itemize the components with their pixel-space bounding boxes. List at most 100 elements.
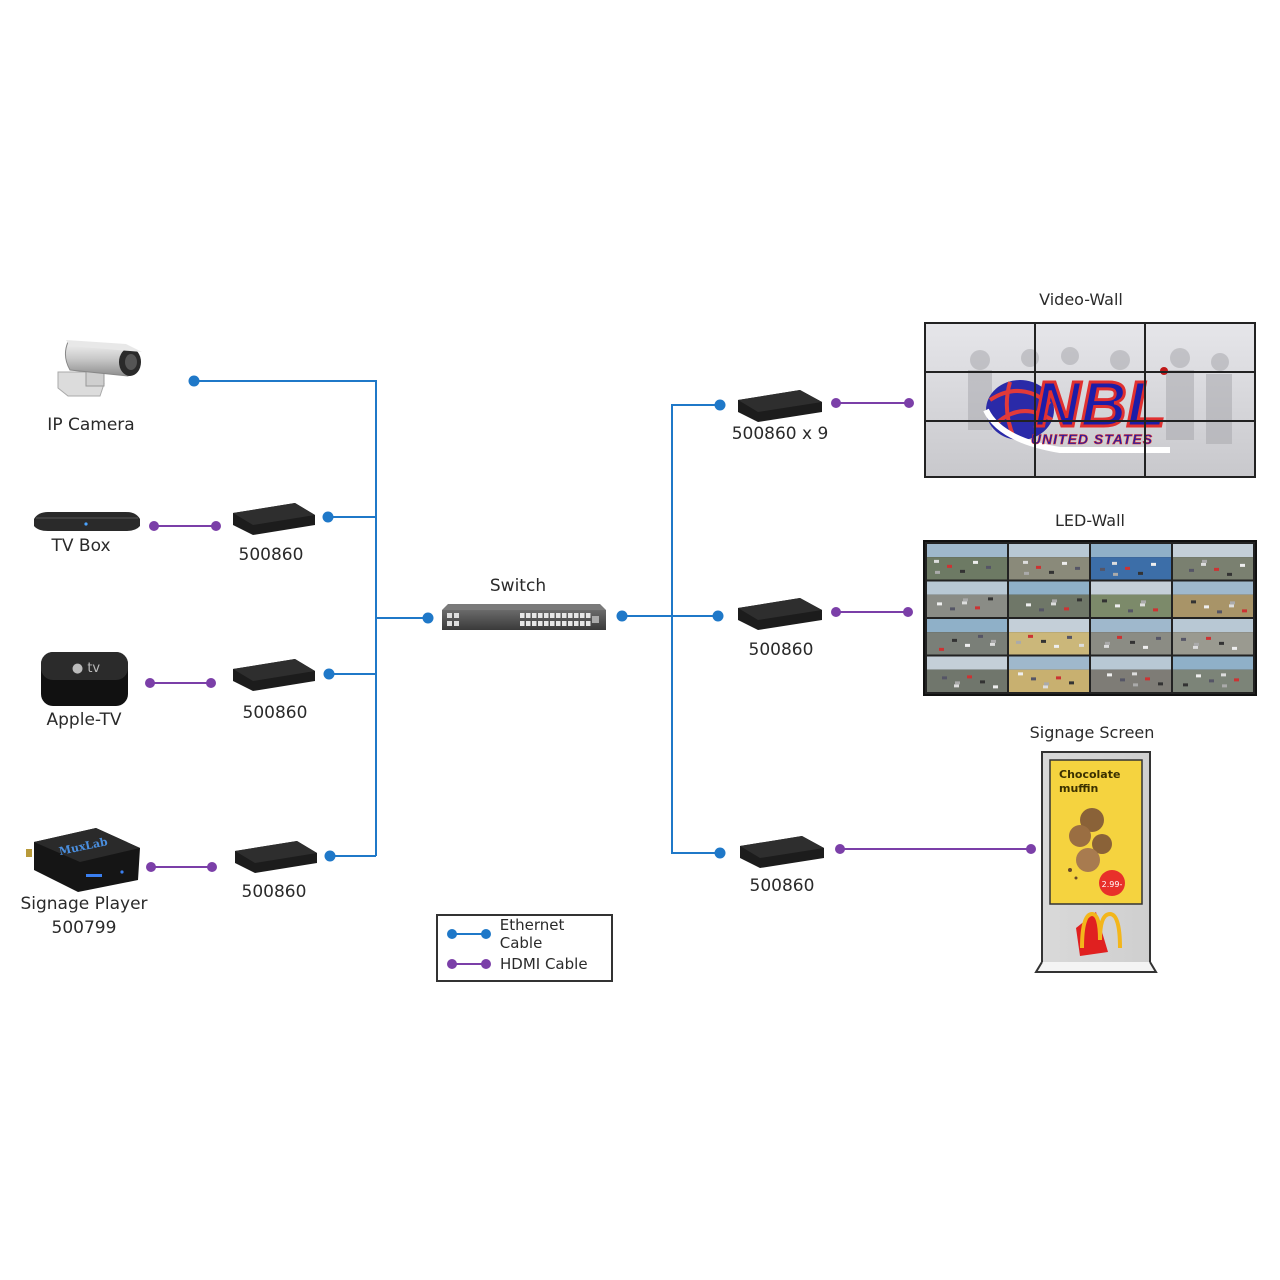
led-wall-tile [927,581,1007,617]
ethernet-port-ip-camera [188,375,200,387]
led-wall-tile [1091,656,1171,692]
legend: Ethernet Cable HDMI Cable [436,914,613,982]
label-extender-apple-tv: 500860 [242,703,308,723]
switch-port [556,621,561,626]
switch-port [532,621,537,626]
led-wall-tile [1173,581,1253,617]
hdmi-link-led-wall [831,607,913,617]
nbl-logo-text: NBL [1034,368,1166,440]
switch-port [538,613,543,618]
switch-port [574,621,579,626]
label-apple-tv: Apple-TV [46,710,122,730]
led-wall-tile [927,656,1007,692]
ethernet-cable-symbol-icon [447,929,491,939]
hdmi-link-signage-player [146,862,217,872]
switch-port [574,613,579,618]
switch-port [562,613,567,618]
led-wall-tile [927,544,1007,580]
label-extender-signage-screen: 500860 [749,876,815,896]
switch-port [526,613,531,618]
label-extender-tv-box: 500860 [238,545,304,565]
ethernet-port-extender-tv-box [322,511,334,523]
price-text: 2.99- [1102,880,1123,889]
switch-port [580,621,585,626]
label-led-wall: LED-Wall [1055,511,1125,530]
led-wall-tile [1009,581,1089,617]
video-wall-icon: NBL UNITED STATES [924,322,1256,478]
ethernet-port-extender-signage-player [324,850,336,862]
legend-label-hdmi: HDMI Cable [500,955,588,973]
ethernet-connectors [188,375,726,862]
led-wall-tile [1173,544,1253,580]
led-wall-icon [923,540,1257,696]
led-wall-tile [1091,544,1171,580]
switch-port [580,613,585,618]
ad-title: Chocolate [1059,768,1120,781]
media-player-icon: MuxLab [26,828,140,892]
tv-box-icon [34,512,140,531]
ethernet-port-switch-out [616,610,628,622]
legend-label-ethernet: Ethernet Cable [499,916,565,952]
extender-icon-signage-player [235,841,317,873]
legend-item-ethernet: Ethernet Cable [446,916,611,952]
extender-icon-apple-tv [233,659,315,691]
switch-port [550,613,555,618]
switch-port [568,621,573,626]
security-camera-icon [57,340,142,397]
switch-port [520,613,525,618]
golden-arches-logo-icon [1076,911,1122,956]
nbl-logo-subtext: UNITED STATES [1031,431,1153,447]
label-tv-box: TV Box [51,536,111,556]
switch-port [544,621,549,626]
hdmi-link-tv-box [149,521,221,531]
switch-port [556,613,561,618]
hdmi-link-apple-tv [145,678,216,688]
led-wall-tile [1173,656,1253,692]
label-switch: Switch [489,576,547,596]
ethernet-links-right [622,404,720,854]
extender-icon-video-wall [738,390,822,422]
kiosk-icon: Chocolate muffin 2.99- [1034,751,1158,973]
led-wall-tile [927,619,1007,655]
hdmi-links [145,398,1036,872]
led-wall-tile [1091,581,1171,617]
label-extender-video-wall: 500860 x 9 [731,424,829,444]
led-wall-tile [1091,619,1171,655]
label-video-wall: Video-Wall [1039,290,1123,309]
switch-port [532,613,537,618]
switch-port [526,621,531,626]
hdmi-link-video-wall [831,398,914,408]
hdmi-link-signage-screen [835,844,1036,854]
ethernet-link-trunk-right [671,404,720,854]
price-badge [1099,870,1125,896]
switch-port [568,613,573,618]
extender-icon-signage-screen [740,836,824,868]
hdmi-cable-symbol-icon [447,959,491,969]
switch-port [544,613,549,618]
svg-text:● tv: ● tv [72,661,101,676]
label-extender-signage-player: 500860 [241,882,307,902]
ethernet-port-switch-in [422,612,434,624]
label-extender-led-wall: 500860 [748,640,814,660]
extender-icon-led-wall [738,598,822,630]
legend-item-hdmi: HDMI Cable [446,954,588,974]
switch-port [586,613,591,618]
ethernet-port-extender-led-wall [712,610,724,622]
ethernet-link-ip-camera [194,380,377,856]
extender-icon-tv-box [233,503,315,535]
ethernet-port-extender-video-wall [714,399,726,411]
led-wall-tile [1009,544,1089,580]
switch-port [538,621,543,626]
label-signage-player-model: 500799 [51,918,117,938]
network-switch-icon [442,604,606,630]
ethernet-port-extender-signage-screen [714,847,726,859]
ad-title-line2: muffin [1059,782,1098,795]
switch-port [562,621,567,626]
apple-tv-icon: ● tv [41,652,128,706]
label-signage-player: Signage Player [20,894,148,914]
ethernet-port-extender-apple-tv [323,668,335,680]
led-wall-tile [1009,656,1089,692]
led-wall-tile [1009,619,1089,655]
switch-port [550,621,555,626]
